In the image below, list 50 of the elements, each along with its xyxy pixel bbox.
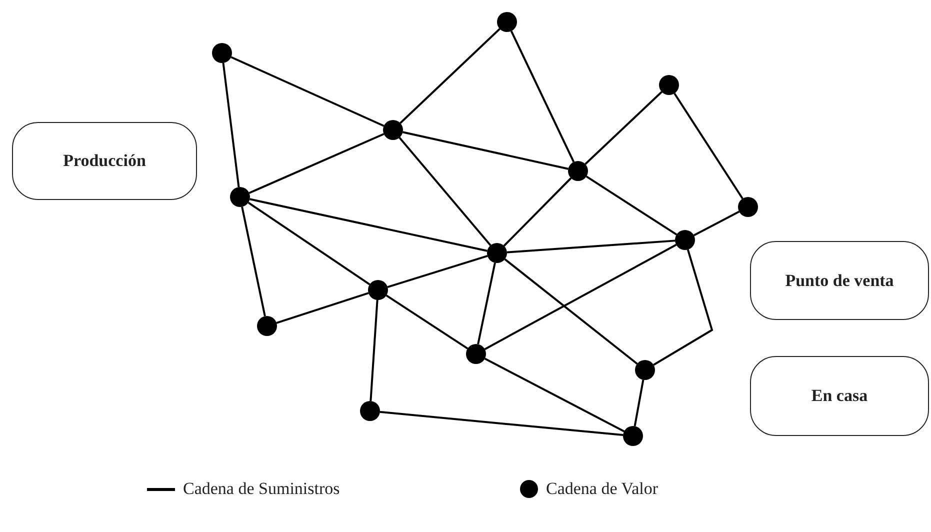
connector-line: [402, 131, 568, 170]
node-dot: [675, 230, 695, 250]
node-dot: [257, 316, 277, 336]
connector-line: [510, 30, 575, 162]
box-label: Producción: [63, 151, 146, 171]
box-label: En casa: [811, 386, 868, 406]
box-label: Punto de venta: [785, 270, 894, 290]
connector-line: [370, 300, 378, 402]
connector-line: [586, 176, 678, 236]
rounded-box: [750, 356, 929, 436]
node-dot: [383, 120, 403, 140]
connector-line: [250, 198, 488, 252]
connector-line: [674, 92, 744, 200]
connector-line: [506, 240, 676, 254]
connector-line: [276, 292, 369, 324]
connector-line: [634, 380, 644, 426]
connector-line: [386, 294, 468, 350]
connector-line: [484, 358, 625, 432]
connector-line: [230, 56, 384, 127]
node-dot: [659, 75, 679, 95]
connector-line: [484, 244, 677, 350]
node-dot: [230, 187, 250, 207]
connector-line: [222, 62, 240, 188]
node-dot: [368, 280, 388, 300]
legend-label: Cadena de Valor: [546, 479, 658, 499]
connector-line: [387, 255, 488, 288]
connector-line: [653, 249, 714, 366]
rounded-box: [750, 241, 929, 320]
connector-line: [503, 177, 572, 247]
node-dot: [212, 43, 232, 63]
connector-line: [241, 206, 266, 316]
connector-line: [693, 210, 740, 236]
connector-line: [380, 410, 624, 436]
connector-line: [400, 28, 500, 124]
connector-line: [248, 133, 384, 194]
connector-line: [584, 91, 662, 165]
node-dot: [623, 426, 643, 446]
connector-line: [477, 262, 496, 344]
node-dot: [360, 401, 380, 421]
connector-line: [398, 136, 492, 246]
node-dot: [487, 243, 507, 263]
node-dot: [466, 344, 486, 364]
connector-line: [248, 202, 370, 286]
node-dot: [738, 197, 758, 217]
node-dot: [568, 161, 588, 181]
legend-label: Cadena de Suministros: [183, 479, 340, 499]
rounded-box: [12, 122, 197, 200]
connector-line: [504, 258, 638, 365]
node-dot: [497, 12, 517, 32]
node-dot: [635, 360, 655, 380]
